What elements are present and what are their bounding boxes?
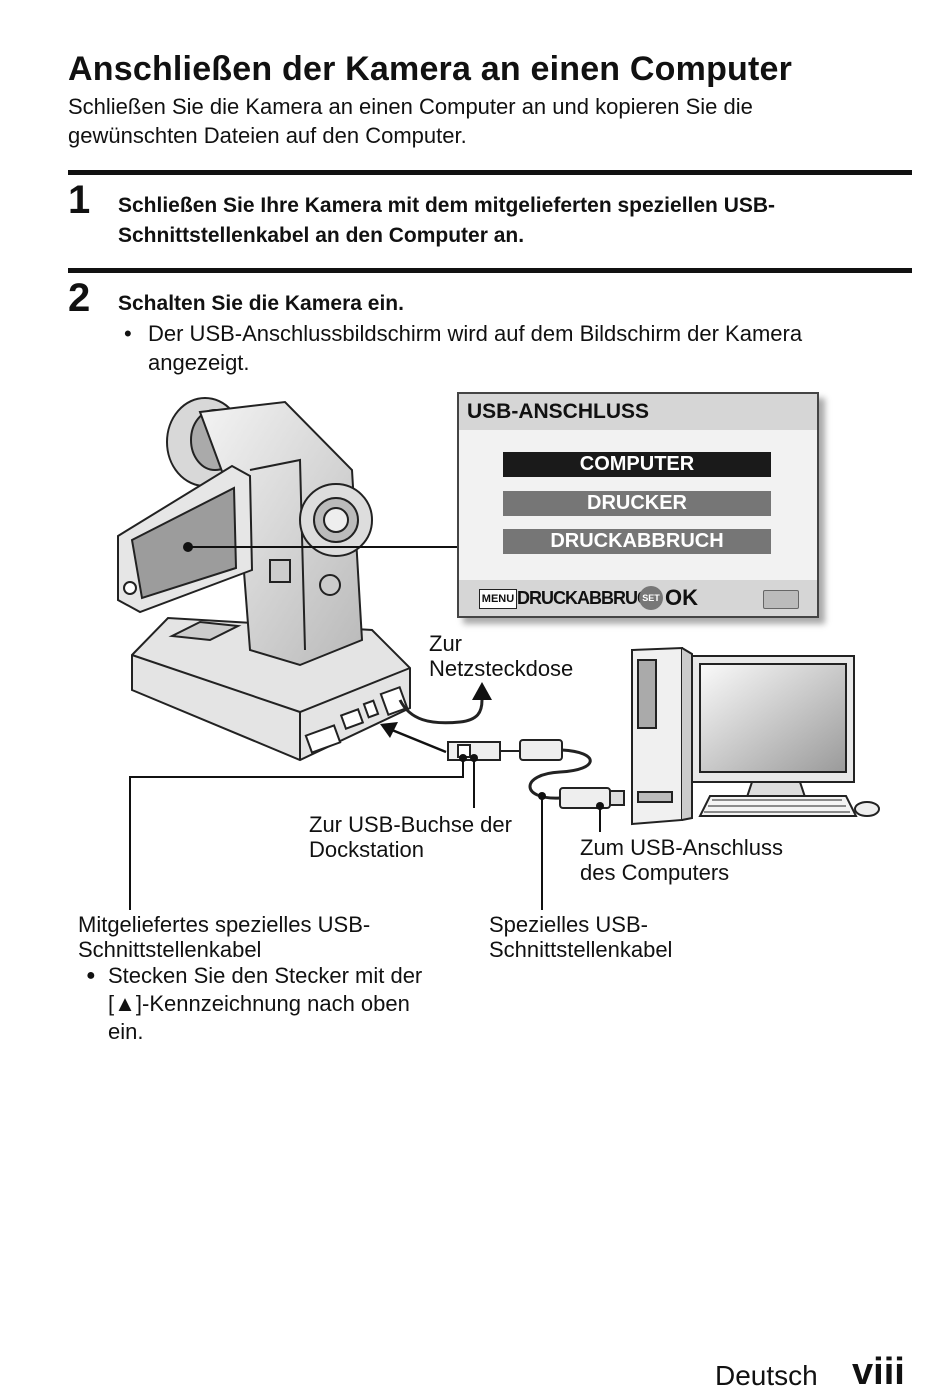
option-computer[interactable]: COMPUTER (503, 452, 771, 477)
battery-icon (763, 590, 799, 609)
step-2-bullet-text: Der USB-Anschlussbildschirm wird auf dem… (148, 321, 803, 375)
screen-footer: MENU DRUCKABBRUCH SET OK (459, 580, 817, 616)
intro-text: Schließen Sie die Kamera an einen Comput… (68, 94, 753, 148)
page-title: Anschließen der Kamera an einen Computer (68, 50, 793, 88)
cable-note: Stecken Sie den Stecker mit der [▲]-Kenn… (108, 963, 423, 1044)
usb-connection-screen: USB-ANSCHLUSS COMPUTER DRUCKER DRUCKABBR… (457, 392, 819, 618)
option-drucker[interactable]: DRUCKER (503, 491, 771, 516)
camera (117, 397, 373, 667)
label-power-outlet: Zur Netzsteckdose (429, 631, 574, 681)
label-dock-usb: Zur USB-Buchse der Dockstation (309, 812, 512, 862)
screen-title: USB-ANSCHLUSS (459, 394, 817, 430)
step-1-number: 1 (68, 178, 91, 222)
step-2-bullet: • Der USB-Anschlussbildschirm wird auf d… (124, 319, 904, 377)
footer-language: Deutsch (715, 1360, 818, 1391)
set-key-icon: SET (639, 586, 663, 610)
step-1-text: Schließen Sie Ihre Kamera mit dem mitgel… (118, 194, 776, 247)
dock-station (131, 616, 411, 762)
option-druckabbruch[interactable]: DRUCKABBRUCH (503, 529, 771, 554)
step-2-rule (68, 268, 912, 273)
menu-key-icon: MENU (479, 589, 517, 609)
connection-illustration (117, 397, 880, 910)
computer-monitor (691, 655, 880, 817)
step-1-rule (68, 170, 912, 175)
cable-note-mark: ● (86, 967, 96, 984)
label-special-cable: Spezielles USB- Schnittstellenkabel (489, 912, 673, 962)
step-2-text: Schalten Sie die Kamera ein. (118, 292, 404, 315)
step-2-number: 2 (68, 276, 91, 320)
ok-label: OK (665, 585, 698, 610)
label-computer-usb: Zum USB-Anschluss des Computers (580, 835, 783, 885)
bullet-mark: • (124, 321, 132, 346)
computer-tower (631, 646, 693, 826)
label-supplied-cable: Mitgeliefertes spezielles USB- Schnittst… (78, 912, 371, 962)
menu-key-label: DRUCKABBRUCH (517, 588, 662, 608)
page-number: viii (852, 1351, 905, 1393)
